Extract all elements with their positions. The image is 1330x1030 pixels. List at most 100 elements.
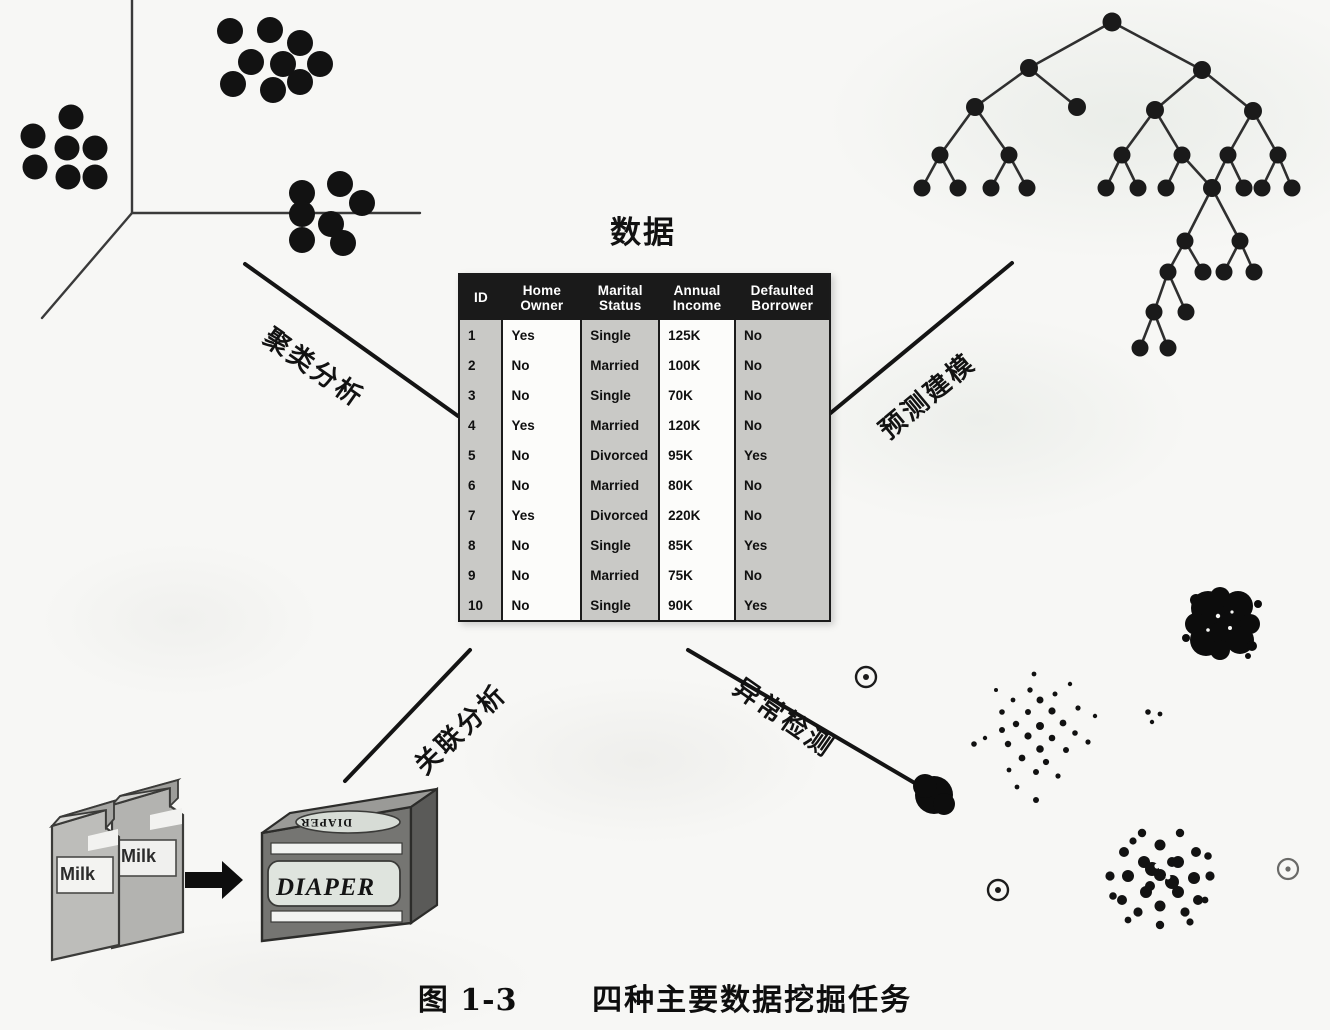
cluster-points-right xyxy=(289,171,375,256)
cluster-axes xyxy=(40,0,422,320)
connector-association xyxy=(343,648,472,783)
milk-carton-front xyxy=(48,799,121,962)
anomaly-cloud-a-highlights xyxy=(1206,610,1234,632)
table-cell: Married xyxy=(581,410,661,440)
table-cell: Yes xyxy=(734,530,829,560)
figure-caption: 图 1-3 四种主要数据挖掘任务 xyxy=(0,975,1330,1019)
table-cell: No xyxy=(502,590,583,620)
anomaly-cloud-sparse xyxy=(971,671,1163,803)
decision-tree-nodes xyxy=(913,12,1301,357)
header-line: Status xyxy=(598,297,642,313)
table-cell: 80K xyxy=(659,470,736,500)
column-header-id: ID xyxy=(460,275,503,320)
table-header-row: ID Home Owner Marital Status Annual Inco… xyxy=(460,275,829,320)
table-cell: Married xyxy=(581,350,661,380)
table-cell: 90K xyxy=(659,590,736,620)
table-cell: Divorced xyxy=(581,440,661,470)
table-cell: 4 xyxy=(460,410,504,440)
column-header-annual-income: Annual Income xyxy=(659,275,736,320)
table-cell: 125K xyxy=(659,320,736,350)
table-cell: 5 xyxy=(460,440,504,470)
figure-caption-number: 图 1-3 xyxy=(417,983,518,1018)
table-cell: Married xyxy=(581,560,661,590)
cluster-points-left xyxy=(20,104,108,190)
milk-carton-back xyxy=(108,778,185,950)
table-cell: No xyxy=(734,470,829,500)
outlier-marker-icons xyxy=(854,665,1300,902)
cluster-points-top xyxy=(217,17,333,103)
table-cell: No xyxy=(502,530,583,560)
header-line: Income xyxy=(672,297,722,313)
header-line: Borrower xyxy=(751,297,814,313)
table-cell: 6 xyxy=(460,470,504,500)
anomaly-outlier-blob xyxy=(913,774,955,815)
milk-carton-front-label: Milk xyxy=(60,864,96,884)
table-cell: 95K xyxy=(659,440,736,470)
data-table-container: ID Home Owner Marital Status Annual Inco… xyxy=(458,273,831,622)
table-cell: 7 xyxy=(460,500,504,530)
table-cell: No xyxy=(502,380,583,410)
column-header-home-owner: Home Owner xyxy=(502,275,582,320)
column-header-defaulted-borrower: Defaulted Borrower xyxy=(734,275,829,320)
table-cell: Single xyxy=(581,320,661,350)
figure-caption-text: 四种主要数据挖掘任务 xyxy=(592,983,913,1018)
table-cell: Single xyxy=(581,590,661,620)
table-cell: Yes xyxy=(502,500,583,530)
connector-anomaly xyxy=(686,648,932,794)
table-cell: 85K xyxy=(659,530,736,560)
table-cell: Yes xyxy=(734,440,829,470)
table-cell: Yes xyxy=(502,320,583,350)
anomaly-cloud-highlights xyxy=(1128,846,1198,905)
table-cell: No xyxy=(502,470,583,500)
data-table: ID Home Owner Marital Status Annual Inco… xyxy=(460,275,829,620)
connector-clustering xyxy=(243,262,460,418)
table-cell: No xyxy=(734,500,829,530)
table-cell: Yes xyxy=(502,410,583,440)
table-cell: 10 xyxy=(460,590,504,620)
branch-connectors xyxy=(243,261,1014,794)
table-cell: 70K xyxy=(659,380,736,410)
table-cell: No xyxy=(502,560,583,590)
table-cell: No xyxy=(502,440,583,470)
header-line: Marital xyxy=(597,282,643,298)
table-cell: Single xyxy=(581,530,661,560)
table-cell: 220K xyxy=(659,500,736,530)
table-cell: Yes xyxy=(734,590,829,620)
page-title: 数据 xyxy=(610,215,676,251)
table-cell: No xyxy=(502,350,583,380)
table-cell: Divorced xyxy=(581,500,661,530)
table-cell: 2 xyxy=(460,350,504,380)
connector-predictive xyxy=(825,261,1014,418)
anomaly-cloud-dense-b xyxy=(1105,828,1215,930)
diaper-box-top-label: DIAPER xyxy=(300,816,353,830)
milk-carton-back-label: Milk xyxy=(121,846,157,866)
table-cell: 100K xyxy=(659,350,736,380)
table-cell: No xyxy=(734,410,829,440)
header-line: Annual xyxy=(673,282,721,298)
table-cell: 1 xyxy=(460,320,504,350)
diaper-box-front-label: DIAPER xyxy=(276,874,376,901)
table-cell: No xyxy=(734,350,829,380)
header-line: Defaulted xyxy=(750,282,814,298)
table-cell: 3 xyxy=(460,380,504,410)
table-cell: No xyxy=(734,320,829,350)
table-cell: Single xyxy=(581,380,661,410)
table-cell: Married xyxy=(581,470,661,500)
table-cell: 75K xyxy=(659,560,736,590)
table-header: ID Home Owner Marital Status Annual Inco… xyxy=(460,275,829,320)
diaper-box xyxy=(260,786,439,943)
implies-arrow-icon xyxy=(185,861,243,899)
column-header-marital-status: Marital Status xyxy=(581,275,660,320)
table-cell: No xyxy=(734,380,829,410)
